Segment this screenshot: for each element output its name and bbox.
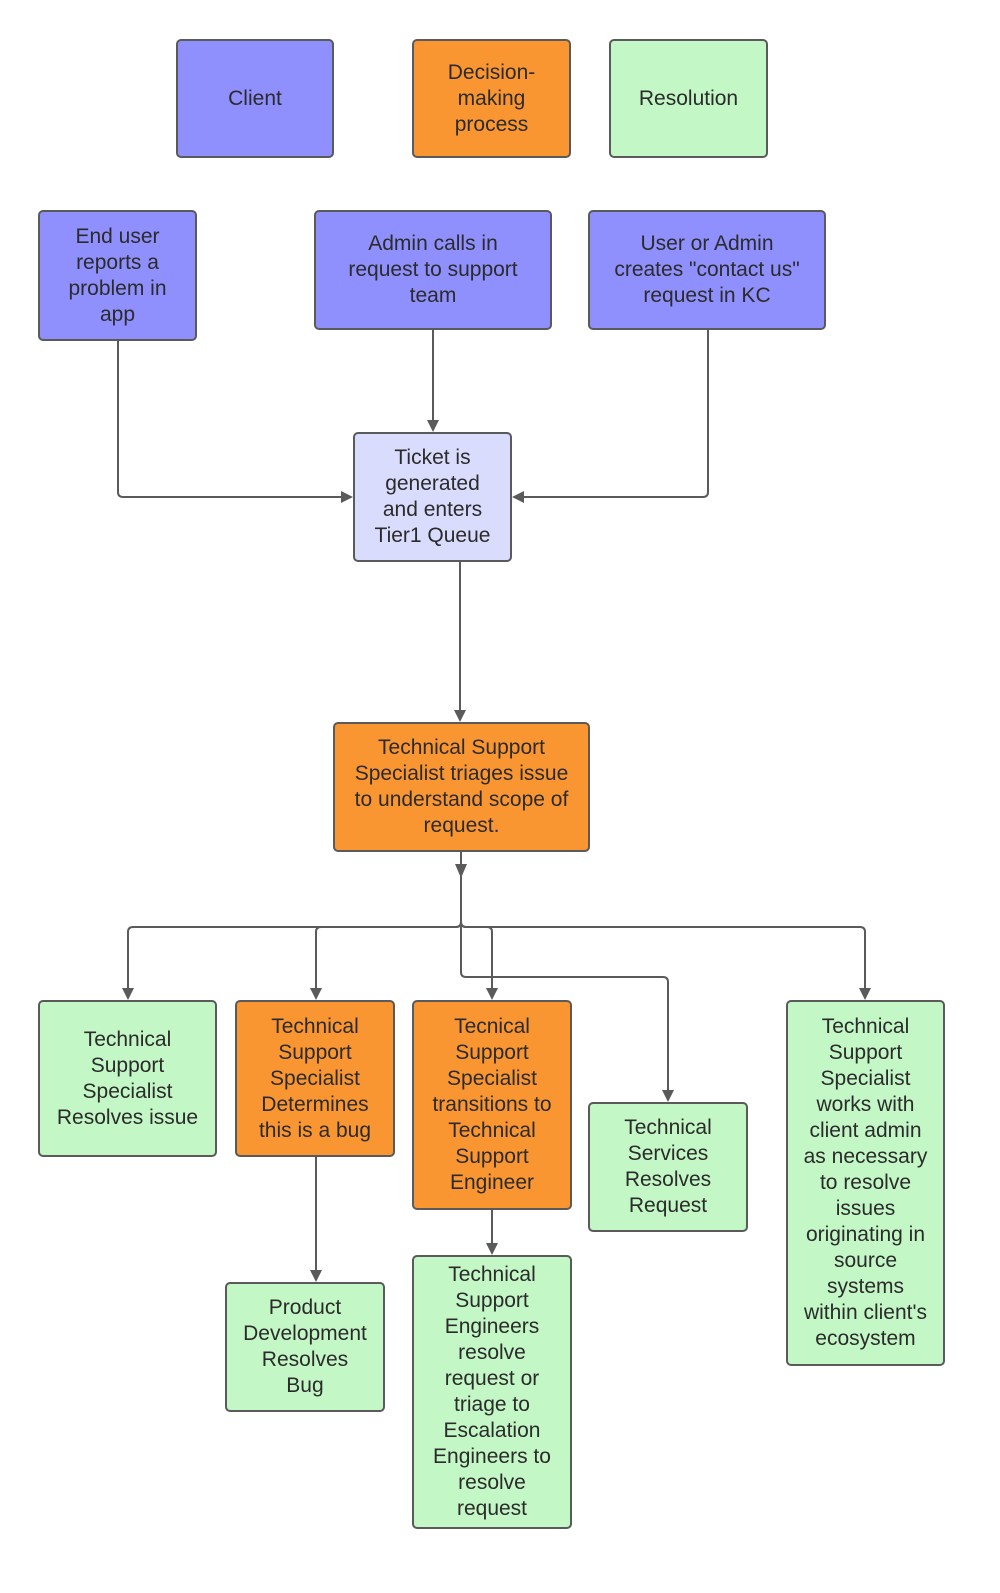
connector-contact-to-ticket: [512, 330, 709, 503]
node-determines-bug-text: Technical Support Specialist Determines …: [258, 1014, 372, 1142]
legend-decision-box: Decision-making process: [412, 39, 571, 158]
node-transition-to-engineer-text: Tecnical Support Specialist transitions …: [432, 1015, 552, 1194]
connector-triage-to-resolves: [122, 877, 462, 1000]
legend-client-label: Client: [228, 86, 282, 110]
node-admin-calls: Admin calls in request to support team: [314, 210, 552, 330]
node-technical-services-resolves: Technical Services Resolves Request: [588, 1102, 748, 1232]
connector-enduser-to-ticket: [117, 341, 353, 503]
legend-decision-label: Decision-making process: [447, 60, 536, 136]
node-specialist-triage-text: Technical Support Specialist triages iss…: [354, 736, 569, 837]
node-works-with-client-admin-text: Technical Support Specialist works with …: [803, 1015, 928, 1350]
node-product-development-resolves: Product Development Resolves Bug: [225, 1282, 385, 1412]
node-specialist-triage: Technical Support Specialist triages iss…: [333, 722, 590, 852]
node-ticket-generated: Ticket is generated and enters Tier1 Que…: [353, 432, 512, 562]
node-specialist-resolves: Technical Support Specialist Resolves is…: [38, 1000, 217, 1157]
connector-triage-to-bug: [310, 877, 462, 1000]
node-contact-us-request-text: User or Admin creates "contact us" reque…: [614, 232, 800, 307]
node-product-development-resolves-text: Product Development Resolves Bug: [243, 1296, 367, 1397]
node-contact-us-request: User or Admin creates "contact us" reque…: [588, 210, 826, 330]
node-technical-services-resolves-text: Technical Services Resolves Request: [624, 1116, 712, 1217]
node-admin-calls-text: Admin calls in request to support team: [348, 232, 518, 307]
node-works-with-client-admin: Technical Support Specialist works with …: [786, 1000, 945, 1366]
legend-resolution-box: Resolution: [609, 39, 768, 158]
connector-triage-to-transition: [460, 877, 498, 1000]
node-engineers-resolve: Technical Support Engineers resolve requ…: [412, 1255, 572, 1529]
node-determines-bug: Technical Support Specialist Determines …: [235, 1000, 395, 1157]
node-end-user-report: End user reports a problem in app: [38, 210, 197, 341]
node-engineers-resolve-text: Technical Support Engineers resolve requ…: [433, 1263, 551, 1520]
connector-triage-to-services: [460, 877, 674, 1102]
node-end-user-report-text: End user reports a problem in app: [68, 224, 167, 326]
node-transition-to-engineer: Tecnical Support Specialist transitions …: [412, 1000, 572, 1210]
connector-triage-to-clientadmin: [460, 877, 871, 1000]
node-specialist-resolves-text: Technical Support Specialist Resolves is…: [56, 1027, 199, 1129]
legend-resolution-label: Resolution: [638, 86, 739, 110]
node-ticket-generated-text: Ticket is generated and enters Tier1 Que…: [374, 446, 491, 547]
triage-junction-arrow: [455, 864, 467, 878]
legend-client-box: Client: [176, 39, 334, 158]
